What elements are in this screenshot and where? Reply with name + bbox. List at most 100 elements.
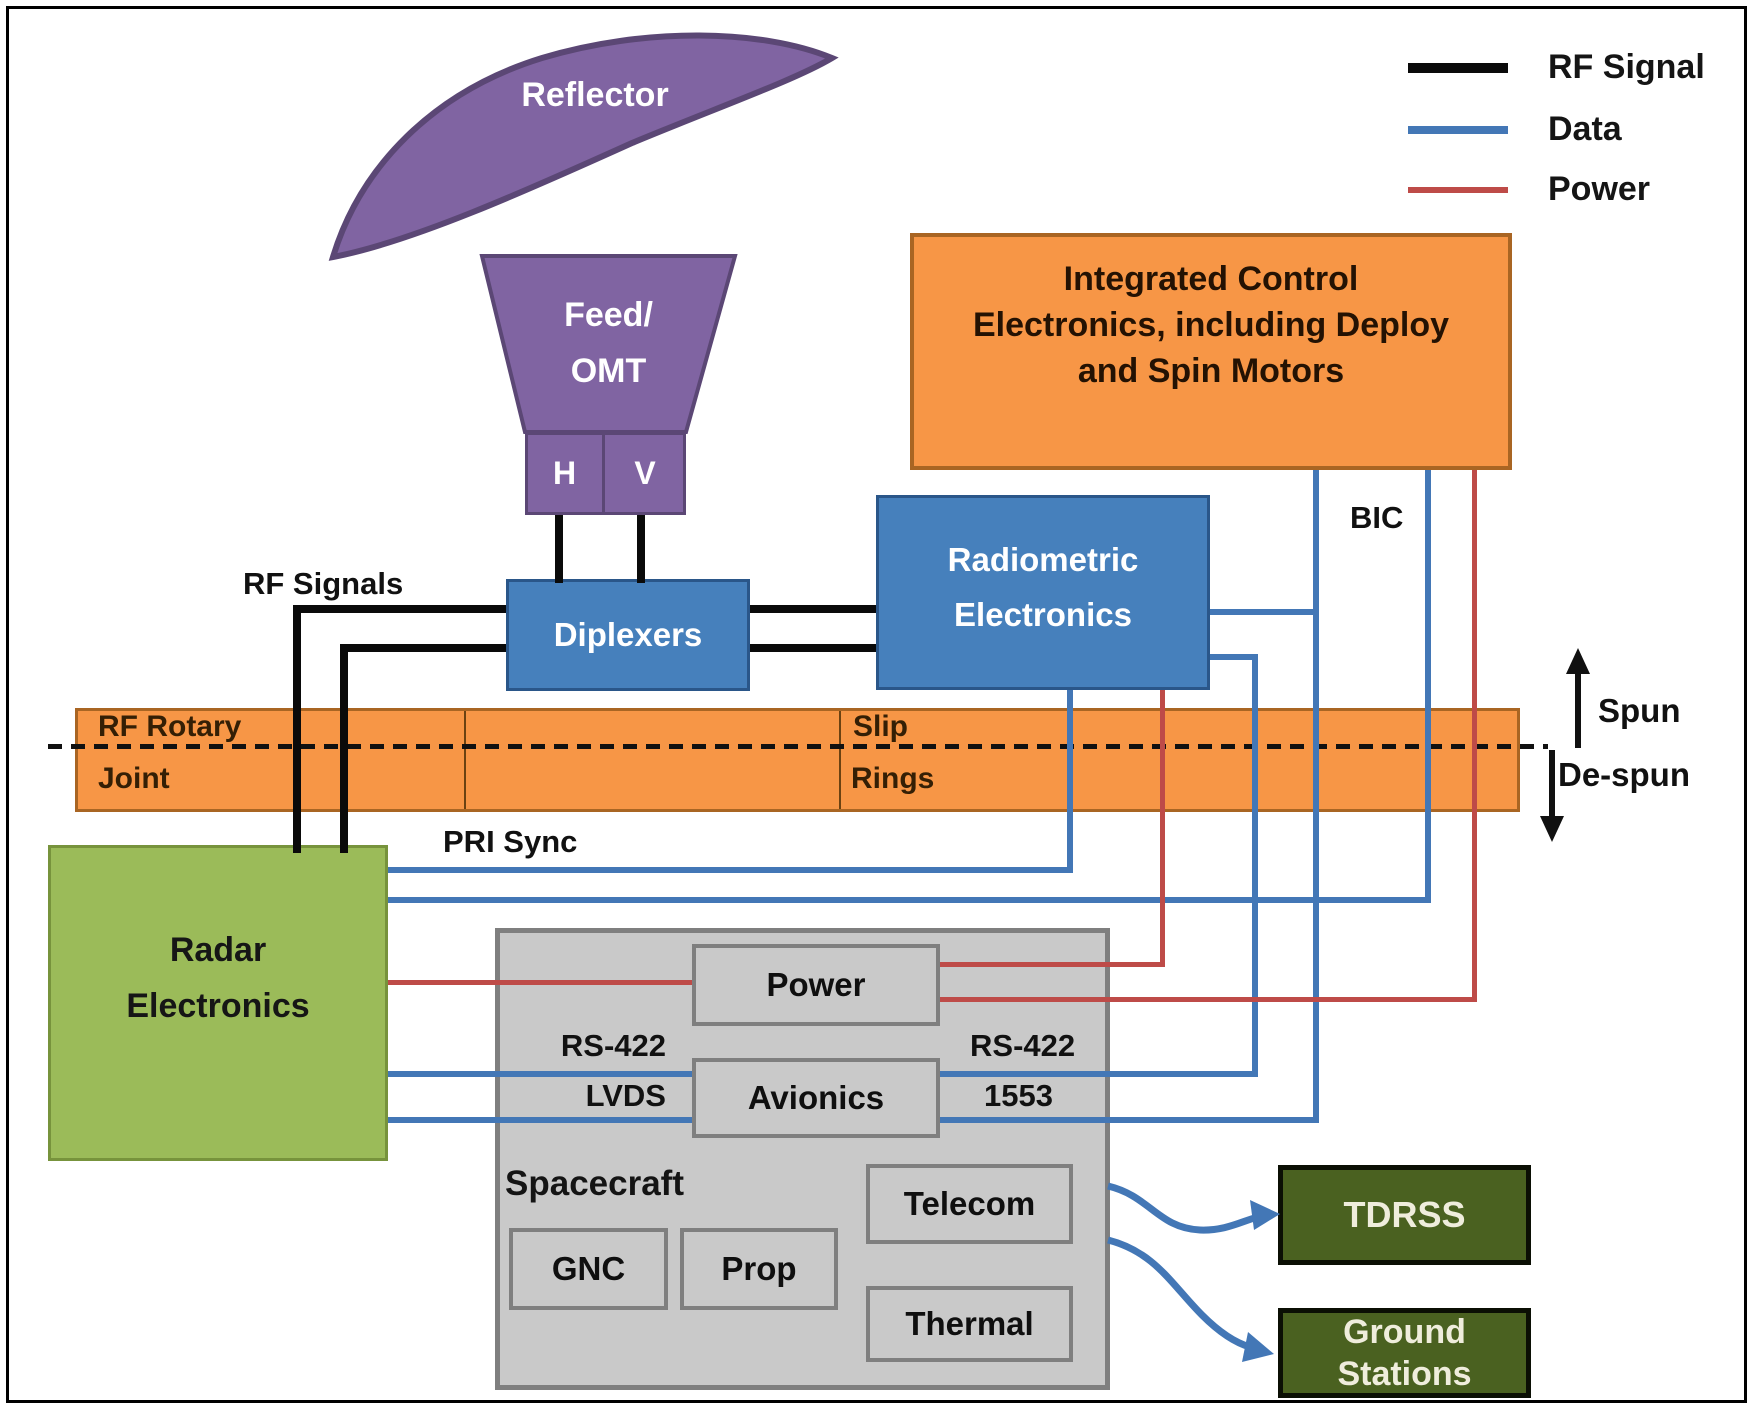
radiometric-line1: Radiometric — [947, 541, 1139, 578]
ice-text: Integrated Control Electronics, includin… — [920, 256, 1502, 394]
tdrss-box: TDRSS — [1278, 1165, 1531, 1265]
rf-line-v-stub — [637, 515, 645, 583]
avionics-label: Avionics — [747, 1079, 885, 1116]
radar-electronics-text: Radar Electronics — [48, 922, 388, 1034]
despun-arrow-head — [1540, 816, 1564, 842]
data-line-rs422-right — [940, 1071, 1255, 1077]
data-line-pri-sync-riser — [1067, 690, 1073, 873]
radar-electronics-box — [48, 845, 388, 1161]
power-box: Power — [692, 944, 940, 1026]
port-h-label: H — [552, 455, 577, 491]
radiometric-text: Radiometric Electronics — [876, 532, 1210, 642]
tdrss-label: TDRSS — [1343, 1194, 1466, 1235]
telecom-label: Telecom — [903, 1185, 1036, 1222]
power-line-radiometric — [940, 962, 1163, 967]
bus1553-label: 1553 — [984, 1078, 1053, 1113]
pri-sync-label: PRI Sync — [443, 824, 578, 859]
diplexers-box: Diplexers — [506, 579, 750, 691]
reflector-label: Reflector — [521, 76, 669, 114]
legend-rf-swatch — [1408, 63, 1508, 73]
spun-arrow-head — [1566, 648, 1590, 674]
radar-line2: Electronics — [126, 987, 310, 1025]
ice-line2: Electronics, including Deploy — [972, 306, 1450, 344]
spun-label: Spun — [1598, 692, 1681, 729]
radiometric-line2: Electronics — [954, 596, 1132, 633]
thermal-label: Thermal — [905, 1305, 1034, 1342]
gnc-label: GNC — [551, 1250, 626, 1287]
feed-hv-box — [525, 432, 686, 515]
telecom-ground-arrow-head — [1242, 1332, 1274, 1362]
data-line-1553-right — [940, 1117, 1316, 1123]
telecom-tdrss-arrow — [1107, 1182, 1259, 1234]
reflector-shape — [328, 32, 839, 261]
telecom-box: Telecom — [866, 1164, 1073, 1244]
legend-rf-label: RF Signal — [1548, 48, 1705, 86]
legend-power-label: Power — [1548, 170, 1651, 208]
legend-power-swatch — [1408, 187, 1508, 193]
rf-signals-label: RF Signals — [243, 566, 404, 601]
radar-line1: Radar — [169, 931, 267, 969]
feed-port-v: V — [604, 432, 686, 515]
ice-line3: and Spin Motors — [1077, 352, 1345, 390]
feed-port-h: H — [525, 432, 604, 515]
feed-label-line2: OMT — [570, 352, 647, 390]
rs422-left-label: RS-422 — [560, 1028, 666, 1063]
data-line-radiometric-elbow-upper — [1210, 609, 1319, 615]
data-line-rs422-riser — [1252, 654, 1258, 1077]
ground-stations-line2: Stations — [1337, 1355, 1472, 1393]
rf-line-a-vertical — [293, 605, 301, 853]
ground-stations-line1: Ground — [1343, 1313, 1466, 1351]
data-line-ice-bus-riser — [1313, 470, 1319, 1123]
data-line-rs422-left — [388, 1071, 692, 1077]
feed-label-line1: Feed/ — [564, 296, 653, 334]
telecom-ground-arrow — [1107, 1236, 1252, 1351]
rotary-joint-line1: RF Rotary — [98, 710, 242, 743]
prop-label: Prop — [721, 1250, 797, 1287]
ice-box — [910, 233, 1512, 470]
legend-data-swatch — [1408, 126, 1508, 134]
data-line-radiometric-elbow-lower — [1210, 654, 1258, 660]
power-line-ice-riser — [1472, 470, 1477, 1002]
rf-line-h-stub — [555, 515, 563, 583]
avionics-box: Avionics — [692, 1058, 940, 1138]
legend-data-label: Data — [1548, 110, 1622, 148]
slip-rings-line2: Rings — [851, 762, 935, 795]
radiometric-box — [876, 495, 1210, 690]
thermal-box: Thermal — [866, 1286, 1073, 1362]
lvds-label: LVDS — [585, 1078, 666, 1113]
hv-divider — [602, 432, 605, 515]
rf-line-b-vertical — [340, 644, 348, 853]
telecom-tdrss-arrow-head — [1250, 1200, 1280, 1230]
spacecraft-label: Spacecraft — [505, 1164, 684, 1203]
bar-divider-2 — [839, 711, 841, 809]
rf-line-diplexer-radiometric-lower — [750, 644, 876, 652]
ice-line1: Integrated Control — [1063, 260, 1359, 298]
diplexers-label: Diplexers — [553, 616, 703, 653]
bar-divider-1 — [464, 711, 466, 809]
power-line-radiometric-riser — [1160, 690, 1165, 967]
gnc-box: GNC — [509, 1228, 668, 1310]
data-line-radar-ice — [388, 897, 1428, 903]
power-label: Power — [766, 966, 866, 1003]
rotary-slip-bar — [75, 708, 1520, 812]
ground-stations-box: Ground Stations — [1278, 1308, 1531, 1398]
data-line-pri-sync — [388, 867, 1070, 873]
despun-label: De-spun — [1558, 756, 1690, 793]
data-line-lvds-left — [388, 1117, 692, 1123]
rf-line-diplexer-radiometric-upper — [750, 605, 876, 613]
spin-boundary-dashed-line — [48, 744, 1548, 749]
data-line-radar-ice-riser — [1425, 470, 1431, 903]
port-v-label: V — [634, 455, 656, 491]
power-line-ice — [940, 997, 1474, 1002]
bic-label: BIC — [1350, 500, 1404, 535]
rotary-joint-line2: Joint — [98, 762, 170, 795]
slip-rings-line1: Slip — [853, 710, 909, 743]
feed-horn-shape — [479, 254, 738, 434]
power-line-radar — [388, 980, 692, 985]
outer-border — [6, 6, 1747, 1403]
rf-line-a-horizontal — [293, 605, 506, 613]
rf-line-b-horizontal — [340, 644, 506, 652]
